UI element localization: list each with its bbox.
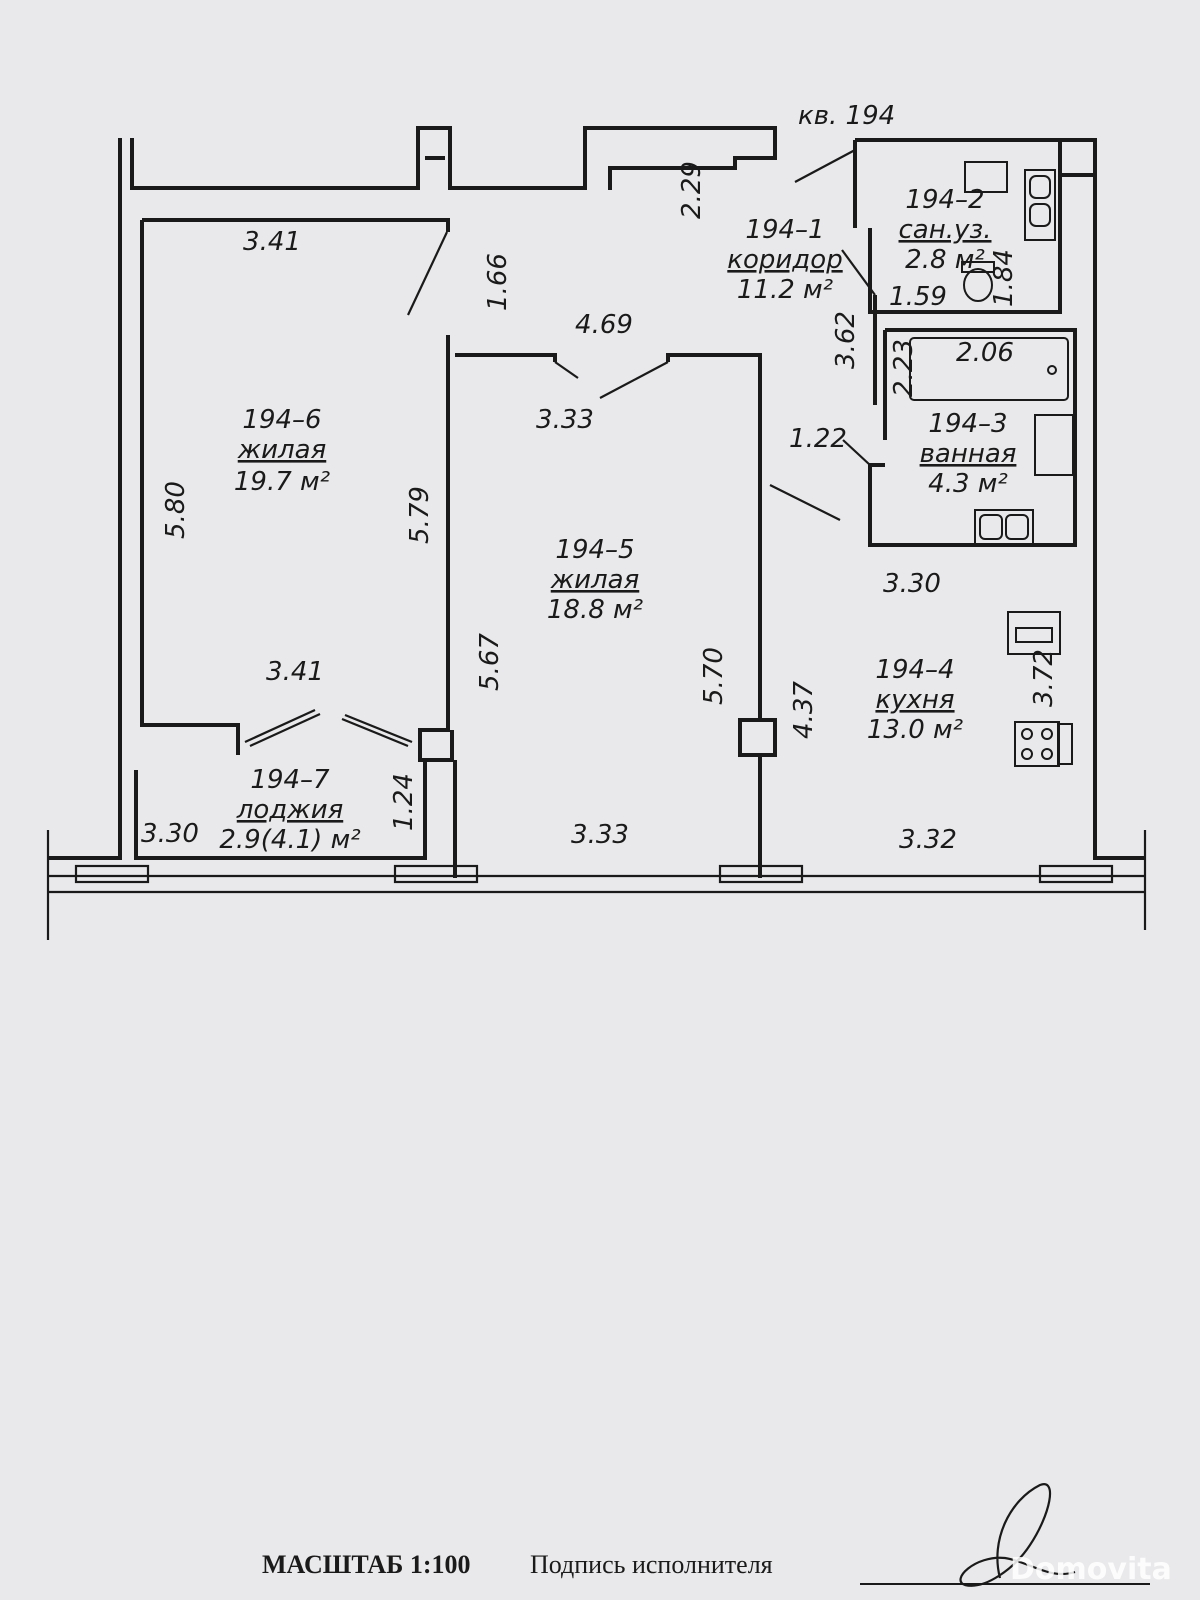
apartment-number: кв. 194 [798,101,895,131]
scale-label: МАСШТАБ 1:100 [262,1550,471,1579]
dim-corridor-side: 3.62 [831,311,861,369]
dim-corridor-top: 2.29 [677,161,707,219]
room-label-living: 194–6 жилая 19.7 м² [234,405,330,497]
dim-kitchen-right: 3.72 [1029,649,1059,707]
watermark: Domovita [1010,1552,1172,1587]
dim-bath-width: 2.06 [956,338,1014,368]
signature-line [860,1583,1150,1585]
room-name: жилая [237,435,327,465]
dim-kitchen-left: 4.37 [789,681,819,739]
dim-corridor-door: 1.22 [789,424,847,454]
room-label-kitchen: 194–4 кухня 13.0 м² [867,655,963,745]
room-area: 19.7 м² [234,467,330,497]
room-name: ванная [920,439,1017,469]
room-label-loggia: 194–7 лоджия 2.9(4.1) м² [219,765,360,855]
stove [1014,721,1073,767]
dim-corridor-passage: 1.66 [483,253,513,311]
room-area: 11.2 м² [737,275,833,305]
dim-bedroom-left: 5.67 [475,633,505,691]
room-number: 194–6 [242,405,321,435]
dim-wc-height: 1.84 [989,249,1019,307]
dim-living-top: 3.41 [243,227,301,257]
room-number: 194–4 [875,655,954,685]
room-number: 194–7 [250,765,330,795]
room-number: 194–5 [555,535,634,565]
kitchen-sink [1007,611,1061,655]
room-area: 13.0 м² [867,715,963,745]
outer-walls [48,126,1145,860]
dim-living-height: 5.80 [161,481,191,539]
room-area: 4.3 м² [928,469,1008,499]
room-area: 2.9(4.1) м² [219,825,360,855]
interior-walls [134,175,1077,878]
dim-bath-height: 2.23 [889,339,919,397]
room-name: сан.уз. [899,215,992,245]
signature-drawing [959,1483,1076,1587]
dim-bedroom-top: 3.33 [536,405,594,435]
toilet [961,261,995,302]
room-name: жилая [550,565,640,595]
room-name: кухня [875,685,954,715]
dim-corridor-mid: 4.69 [575,310,633,340]
dim-loggia-depth: 1.24 [389,773,419,831]
room-label-bedroom: 194–5 жилая 18.8 м² [547,535,643,625]
dim-living-bottom: 3.41 [266,657,324,687]
washbasin [974,414,1074,546]
room-name: коридор [727,245,842,275]
room-number: 194–1 [745,215,824,245]
room-number: 194–3 [928,409,1007,439]
room-area: 2.8 м² [905,245,985,275]
room-number: 194–2 [905,185,984,215]
room-name: лоджия [236,795,343,825]
signature-label: Подпись исполнителя [530,1550,773,1579]
bathtub [909,337,1069,401]
wc-sink [964,161,1056,241]
dim-kitchen-bottom: 3.32 [899,825,957,855]
dim-wc-width: 1.59 [889,282,947,312]
dim-bedroom-right: 5.70 [699,647,729,705]
dimension-labels: 3.41 3.41 4.69 1.22 1.59 2.06 3.33 3.33 … [141,161,1059,855]
dim-kitchen-top: 3.30 [883,569,941,599]
dim-living-right: 5.79 [405,486,435,544]
room-label-corridor: 194–1 коридор 11.2 м² [727,215,842,305]
dim-loggia-width: 3.30 [141,819,199,849]
room-label-wc: 194–2 сан.уз. 2.8 м² [899,185,992,275]
dim-bedroom-bottom: 3.33 [571,820,629,850]
room-area: 18.8 м² [547,595,643,625]
room-label-bath: 194–3 ванная 4.3 м² [920,409,1017,499]
door-swings [244,149,876,748]
